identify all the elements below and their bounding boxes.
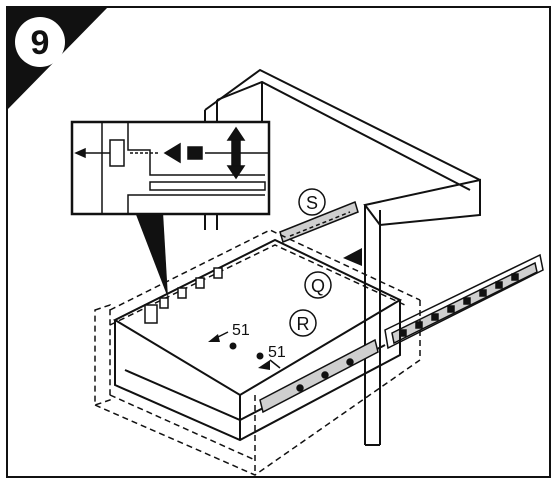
svg-text:51: 51 — [268, 344, 286, 361]
step-number: 9 — [31, 24, 50, 62]
slide-rail — [384, 253, 544, 350]
svg-text:S: S — [306, 193, 318, 213]
part-marker-b: 51 — [256, 344, 286, 370]
detail-inset — [70, 120, 271, 216]
part-marker-a: 51 — [208, 322, 250, 350]
drawer-front-rail — [259, 338, 379, 414]
label-q: Q — [304, 271, 332, 299]
svg-text:Q: Q — [311, 276, 325, 296]
direction-arrow — [343, 248, 362, 266]
cabinet-rail — [279, 200, 359, 244]
svg-text:51: 51 — [232, 322, 250, 339]
label-s: S — [298, 188, 326, 216]
step-badge — [15, 17, 65, 67]
label-r: R — [289, 309, 317, 337]
detail-pointer — [135, 212, 168, 298]
drawer-rear-hardware — [144, 267, 223, 324]
svg-text:R: R — [297, 314, 310, 334]
